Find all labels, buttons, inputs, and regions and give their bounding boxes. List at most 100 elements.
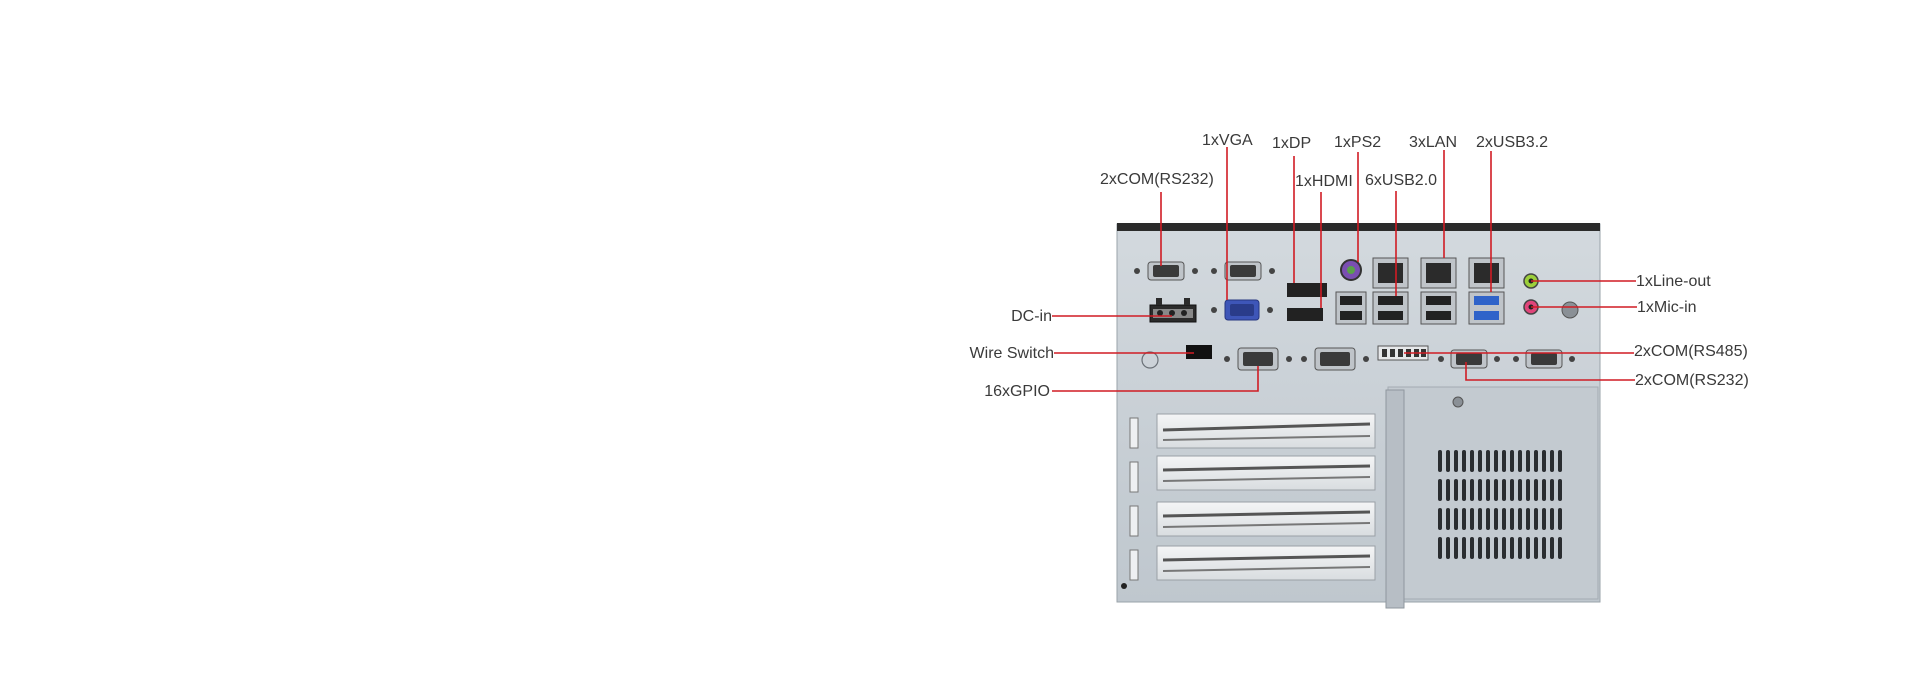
vent-slot <box>1470 508 1474 530</box>
vent-slot <box>1438 508 1442 530</box>
port-com-rs232-1 <box>1134 261 1198 281</box>
bracket <box>1385 389 1405 609</box>
vent-slot <box>1478 479 1482 501</box>
vent-slot <box>1542 537 1546 559</box>
callout-labels: 1xVGA 1xDP 1xPS2 3xLAN 2xUSB3.2 2xCOM(RS… <box>970 132 1749 400</box>
label-com232-right: 2xCOM(RS232) <box>1635 372 1749 389</box>
vent-slot <box>1486 479 1490 501</box>
vent-slot <box>1502 450 1506 472</box>
vent-slot <box>1518 450 1522 472</box>
vent-slot <box>1486 537 1490 559</box>
vent-slot <box>1494 537 1498 559</box>
vent-slot <box>1478 450 1482 472</box>
vent-slot <box>1534 479 1538 501</box>
vent-slot <box>1494 479 1498 501</box>
port-vga <box>1211 299 1273 321</box>
vent-slot <box>1438 479 1442 501</box>
vent-slot <box>1510 508 1514 530</box>
port-com-rs232-right-1 <box>1438 349 1500 369</box>
vent-slot <box>1550 508 1554 530</box>
vent-slot <box>1518 537 1522 559</box>
port-usb2-stack-2 <box>1372 291 1409 325</box>
port-com-rs232-right-2 <box>1513 349 1575 369</box>
vent-slot <box>1454 537 1458 559</box>
vent-slot <box>1542 508 1546 530</box>
label-wire-switch: Wire Switch <box>970 345 1054 362</box>
vent-slot <box>1526 508 1530 530</box>
vent-slot <box>1478 508 1482 530</box>
expansion-slot <box>1156 413 1376 449</box>
screw-icon <box>1452 396 1464 408</box>
vent-grille <box>1438 450 1562 559</box>
vent-slot <box>1462 479 1466 501</box>
port-lan-3 <box>1468 257 1505 289</box>
vent-slot <box>1534 450 1538 472</box>
port-ps2 <box>1340 259 1362 281</box>
vent-slot <box>1550 450 1554 472</box>
label-ps2: 1xPS2 <box>1334 134 1381 151</box>
vent-slot <box>1558 479 1562 501</box>
label-com232-top: 2xCOM(RS232) <box>1100 171 1214 188</box>
vent-slot <box>1558 537 1562 559</box>
vent-slot <box>1494 508 1498 530</box>
expansion-slot <box>1156 545 1376 581</box>
vent-slot <box>1470 479 1474 501</box>
vent-slot <box>1542 450 1546 472</box>
label-dp: 1xDP <box>1272 135 1311 152</box>
vent-slot <box>1446 450 1450 472</box>
label-hdmi: 1xHDMI <box>1295 173 1353 190</box>
vent-slot <box>1510 450 1514 472</box>
label-gpio: 16xGPIO <box>984 383 1050 400</box>
port-usb2-stack-3 <box>1420 291 1457 325</box>
vent-slot <box>1526 479 1530 501</box>
side-cover <box>1387 386 1599 600</box>
vent-slot <box>1454 508 1458 530</box>
leader-com232-right <box>1465 362 1635 381</box>
vent-slot <box>1502 479 1506 501</box>
vent-slot <box>1558 450 1562 472</box>
vent-slot <box>1446 479 1450 501</box>
vent-slot <box>1518 508 1522 530</box>
vent-slot <box>1486 508 1490 530</box>
vent-slot <box>1462 450 1466 472</box>
expansion-slots <box>1121 413 1376 589</box>
vent-slot <box>1510 479 1514 501</box>
vent-slot <box>1550 479 1554 501</box>
label-line-out: 1xLine-out <box>1636 273 1711 290</box>
wire-switch-connector <box>1186 345 1212 359</box>
vent-slot <box>1446 508 1450 530</box>
vent-slot <box>1526 537 1530 559</box>
vent-slot <box>1542 479 1546 501</box>
port-usb32-stack <box>1468 291 1505 325</box>
label-usb20: 6xUSB2.0 <box>1365 172 1437 189</box>
vent-slot <box>1454 450 1458 472</box>
vent-slot <box>1510 537 1514 559</box>
port-com-middle <box>1301 347 1369 371</box>
vent-slot <box>1470 537 1474 559</box>
vent-slot <box>1454 479 1458 501</box>
port-lan-2 <box>1420 257 1457 289</box>
expansion-slot <box>1156 455 1376 491</box>
vent-slot <box>1502 508 1506 530</box>
vent-slot <box>1446 537 1450 559</box>
power-button <box>1561 301 1579 319</box>
port-lan-1 <box>1372 257 1409 289</box>
expansion-slot <box>1156 501 1376 537</box>
vent-slot <box>1518 479 1522 501</box>
leader-lines <box>1052 147 1637 392</box>
label-com485: 2xCOM(RS485) <box>1634 343 1748 360</box>
vent-slot <box>1502 537 1506 559</box>
vent-slot <box>1558 508 1562 530</box>
port-usb2-stack-1 <box>1335 291 1367 325</box>
port-dc-in <box>1149 298 1197 323</box>
vent-slot <box>1526 450 1530 472</box>
label-lan: 3xLAN <box>1409 134 1457 151</box>
leader-gpio <box>1052 366 1259 392</box>
port-hdmi <box>1287 308 1323 321</box>
label-mic-in: 1xMic-in <box>1637 299 1697 316</box>
label-usb32: 2xUSB3.2 <box>1476 134 1548 151</box>
vent-slot <box>1462 508 1466 530</box>
vent-slot <box>1470 450 1474 472</box>
vent-slot <box>1462 537 1466 559</box>
